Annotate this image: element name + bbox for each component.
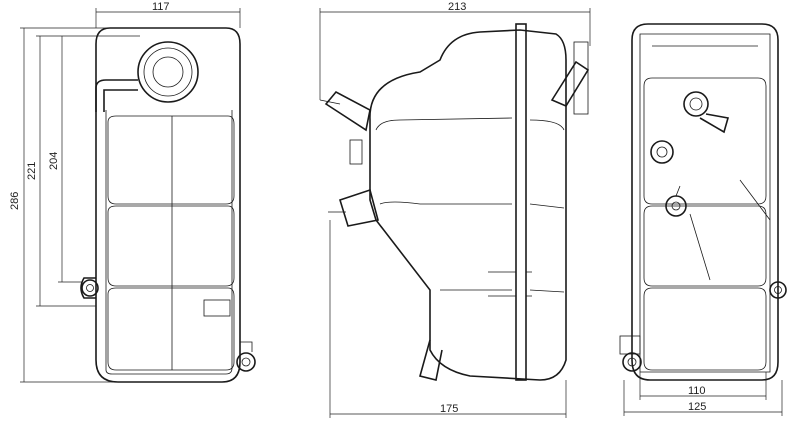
dimension-117: 117 — [152, 1, 170, 13]
dimension-204: 204 — [48, 152, 60, 170]
front-view-dimensions: 117 286 221 204 — [9, 1, 241, 383]
rear-view-dimensions: 110 125 — [623, 372, 783, 416]
side-view — [319, 23, 590, 381]
dimension-125: 125 — [688, 401, 706, 413]
dimension-286: 286 — [9, 192, 21, 210]
dimension-221: 221 — [26, 162, 38, 180]
side-view-dimensions: 213 175 — [319, 1, 591, 418]
dimension-175: 175 — [440, 403, 458, 415]
rear-view — [619, 23, 787, 381]
front-view — [80, 27, 256, 383]
dimension-213: 213 — [448, 1, 466, 13]
dimension-110: 110 — [688, 385, 706, 397]
